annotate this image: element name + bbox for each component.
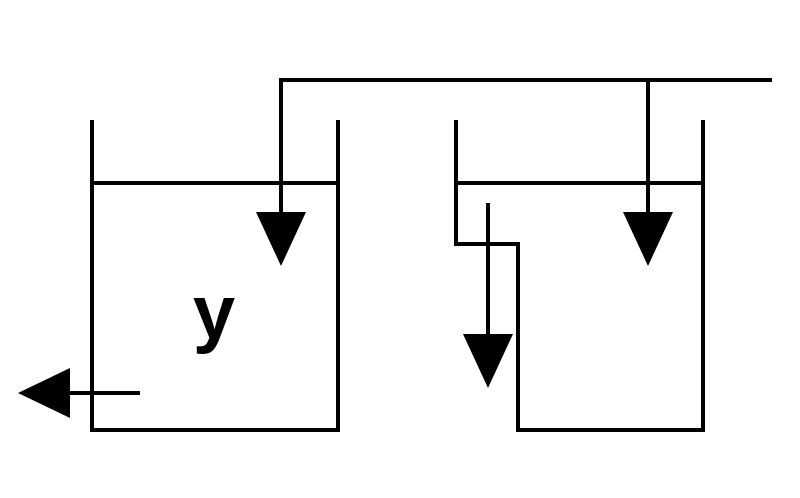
outflow-arrowhead: [18, 368, 70, 418]
right-tank-walls: [454, 120, 705, 432]
left-tank: y: [90, 120, 340, 432]
left-tank-outflow: [18, 368, 140, 418]
left-tank-label: y: [193, 270, 235, 355]
left-tank-walls: [90, 120, 340, 432]
inflow-left-arrowhead: [256, 212, 306, 266]
right-tank: [454, 120, 705, 432]
inflow-pipe-line: [279, 78, 772, 218]
inflow-right-arrowhead: [623, 212, 673, 266]
inflow-pipe: [256, 78, 772, 266]
drain-arrowhead: [463, 334, 513, 388]
right-tank-outflow: [463, 203, 513, 388]
